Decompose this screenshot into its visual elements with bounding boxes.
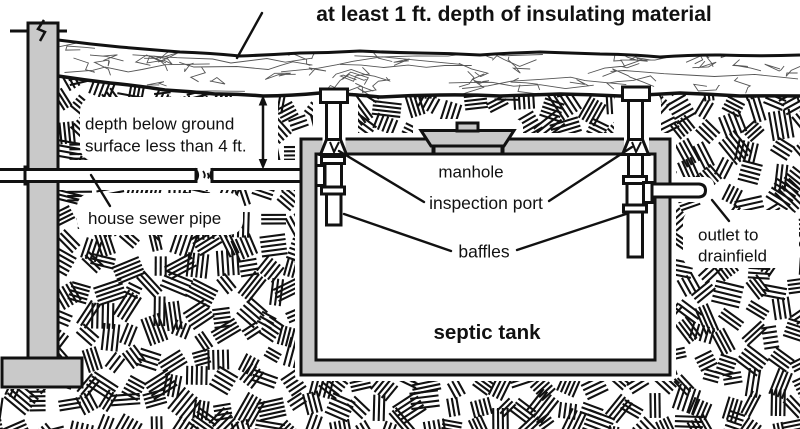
- depth-label-line2: surface less than 4 ft.: [85, 137, 247, 156]
- right-riser-tube: [627, 99, 644, 141]
- outlet-branch-collar: [642, 181, 654, 204]
- depth-dimension-arrow: [258, 95, 268, 170]
- right-riser-lower-tube: [627, 153, 644, 178]
- inlet-branch-collar: [314, 164, 326, 187]
- inspection-port-label: inspection port: [429, 193, 543, 213]
- septic-tank-shell: [299, 137, 672, 377]
- title-label: at least 1 ft. depth of insulating mater…: [316, 3, 712, 26]
- sewer-leader: [89, 173, 112, 208]
- left-riser-cap: [319, 87, 349, 104]
- baffles-label: baffles: [458, 242, 509, 262]
- manhole-lid: [418, 129, 517, 148]
- pipe-break-drips: [202, 170, 210, 179]
- depth-label-line1: depth below ground: [85, 115, 234, 134]
- inlet-baffle-pipe: [325, 192, 343, 227]
- foundation-wall: [26, 21, 60, 360]
- title-leader: [235, 11, 264, 60]
- pipe-break-cap-left: [194, 167, 200, 183]
- outlet-baffle-pipe: [626, 210, 644, 259]
- septic-tank-label: septic tank: [433, 321, 541, 344]
- right-funnel-mouth: [631, 141, 642, 155]
- outlet-label-line2: drainfield: [698, 247, 767, 266]
- left-riser-tube: [325, 100, 342, 142]
- inlet-tee-body: [323, 162, 343, 189]
- left-funnel-mouth: [329, 141, 340, 155]
- insulation-top-line: [57, 38, 800, 59]
- manhole-knob: [455, 121, 480, 133]
- insulating-material-layer: [58, 40, 800, 98]
- manhole-label: manhole: [438, 163, 503, 182]
- inspection-leader-left: [337, 149, 426, 204]
- leader-lines: [89, 11, 731, 253]
- outlet-tee-body: [625, 182, 645, 207]
- outlet-label-line1: outlet to: [698, 226, 759, 245]
- wall-break-mark: [36, 19, 47, 42]
- outlet-pipe: [648, 182, 708, 199]
- sewer-pipe-label: house sewer pipe: [88, 209, 221, 228]
- manhole-cover: [418, 121, 517, 156]
- white-clearances: [0, 92, 799, 381]
- ground-surface-line: [57, 74, 800, 99]
- sewer-pipe-segment-1: [0, 168, 198, 183]
- foundation-footing: [0, 356, 84, 389]
- outlet-leader: [710, 198, 731, 223]
- baffles-leader-right: [515, 212, 628, 252]
- house-sewer-pipe: [0, 165, 320, 186]
- inspection-leader-right: [547, 145, 634, 203]
- right-riser-cap: [621, 85, 651, 102]
- pipe-break-cap-right: [209, 167, 215, 183]
- right-riser-funnel: [620, 138, 651, 156]
- baffles-leader-left: [342, 212, 453, 253]
- outlet-assembly: [620, 85, 708, 259]
- house-foundation: [0, 19, 84, 389]
